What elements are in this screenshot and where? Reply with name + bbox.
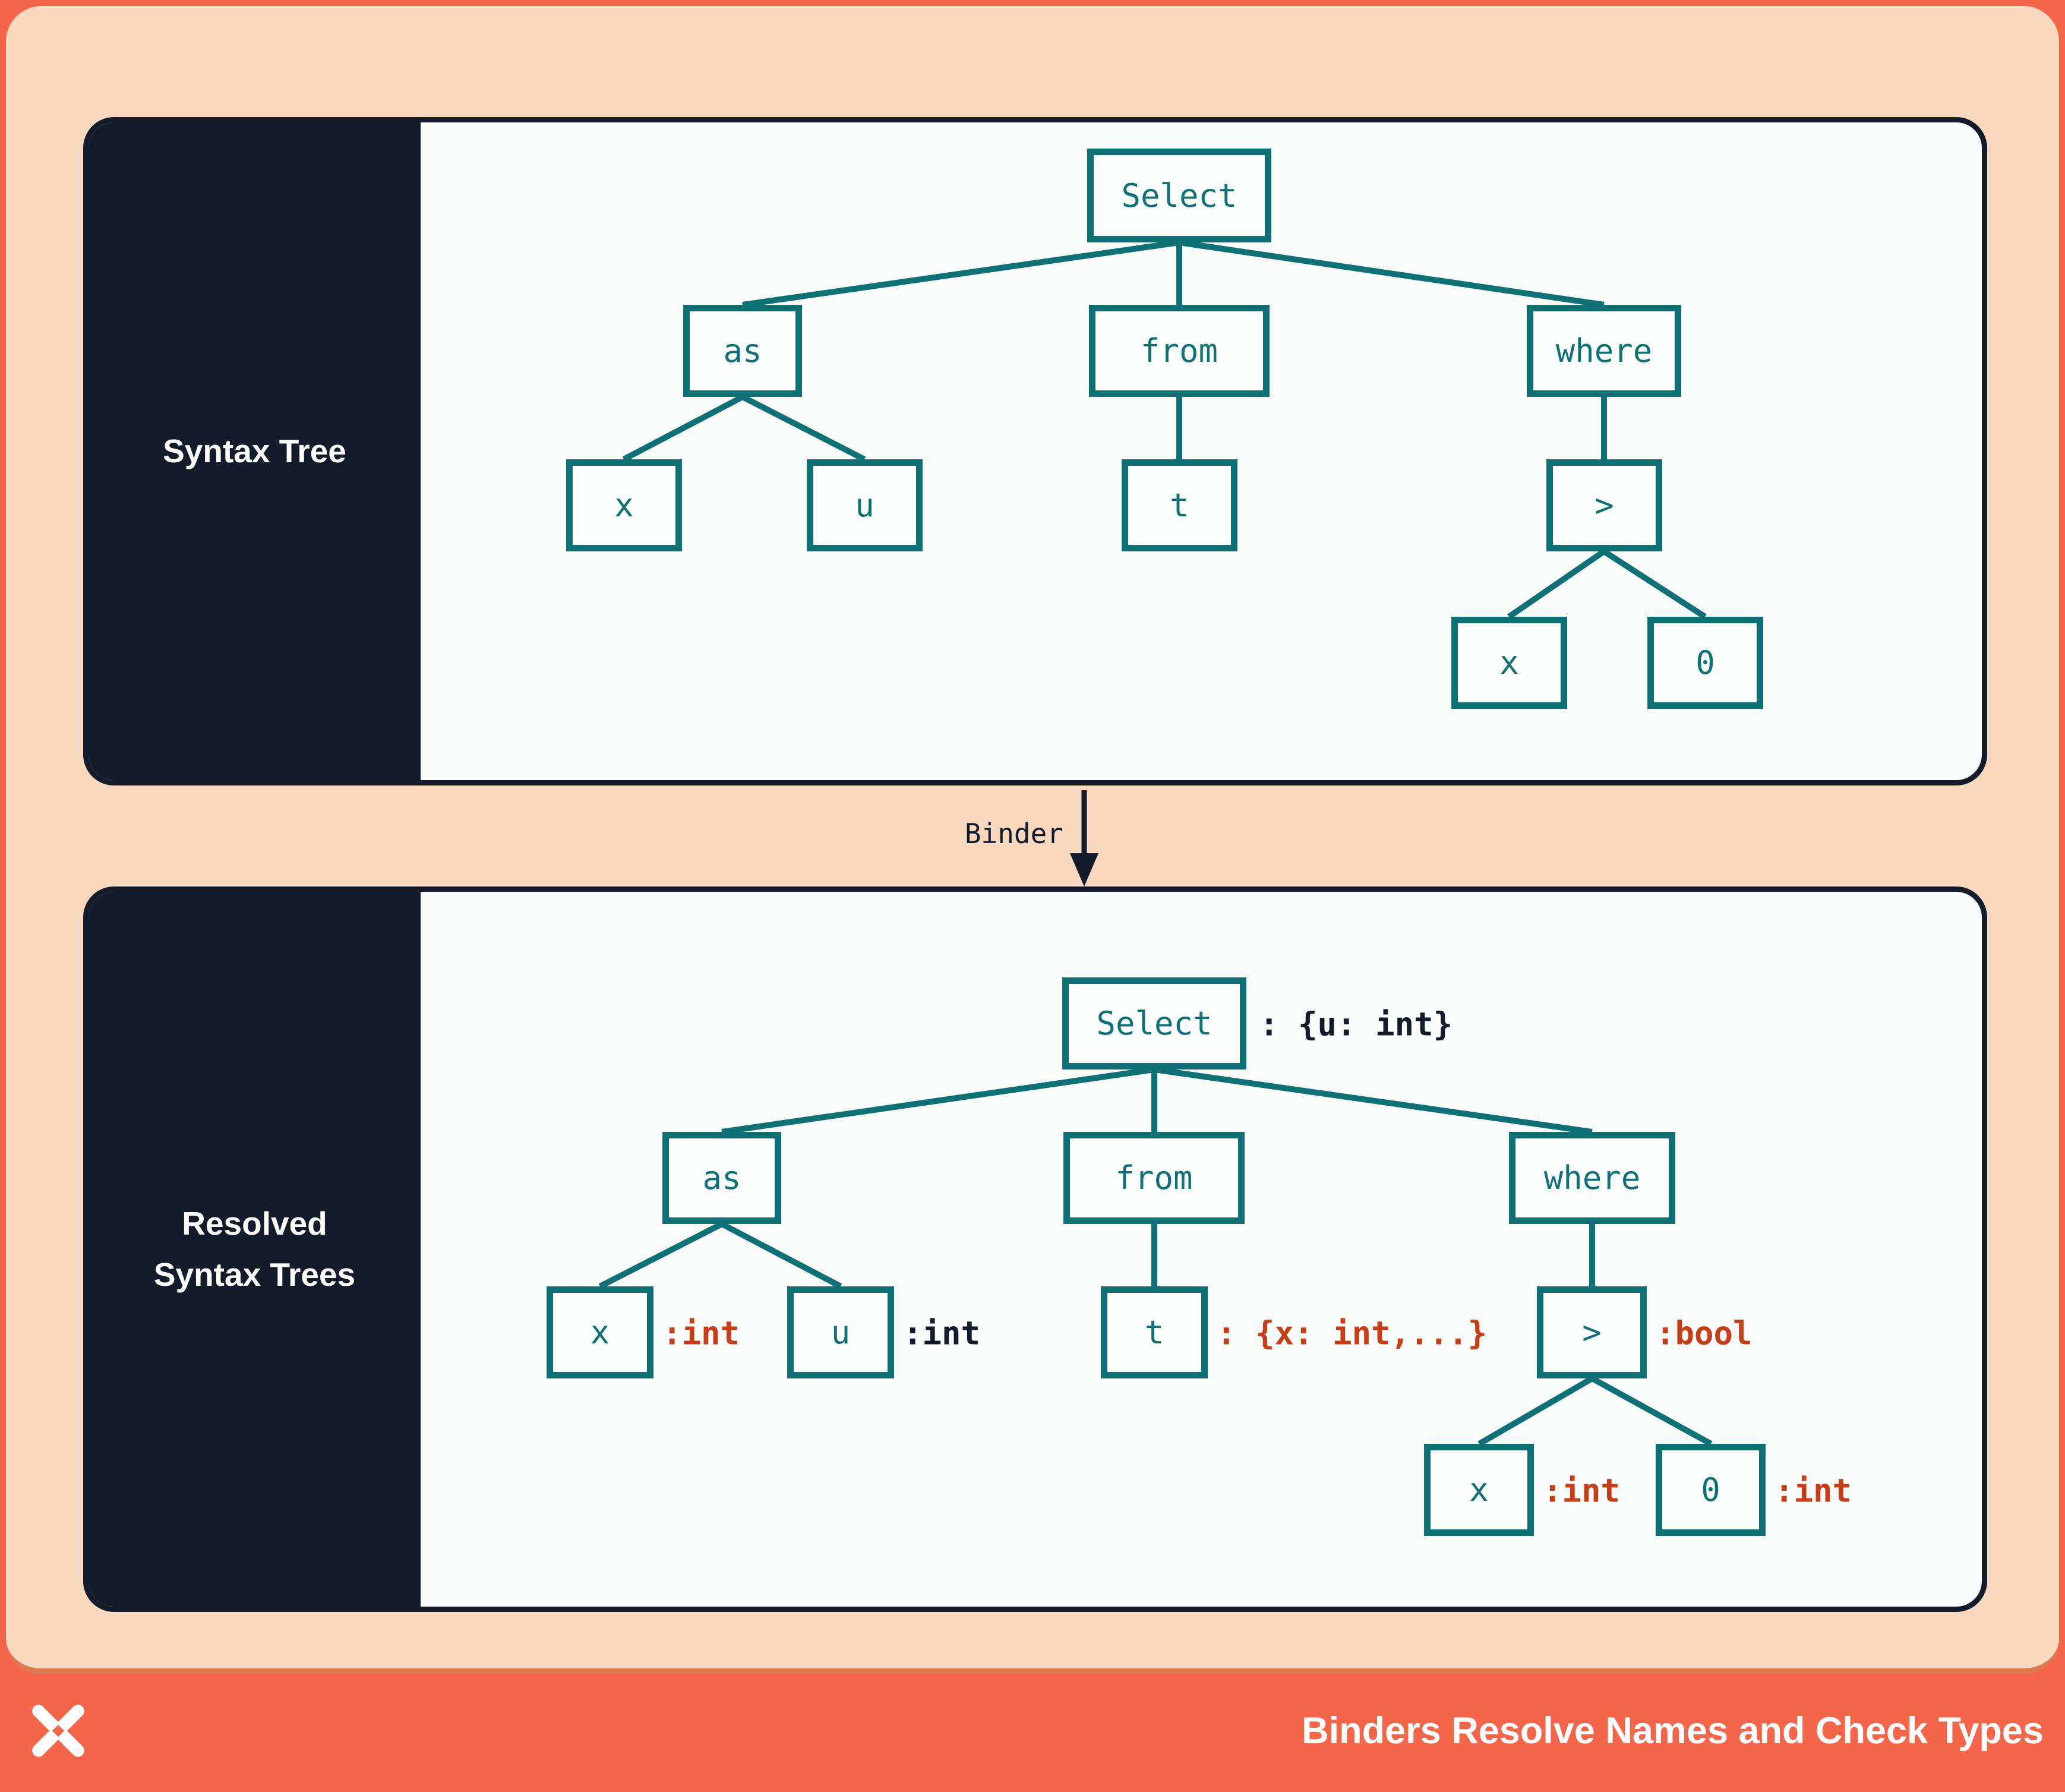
type-annotation-u: :int: [903, 1314, 981, 1352]
type-annotation-t: : {x: int,...}: [1217, 1314, 1488, 1352]
dbt-logo-icon: [32, 1705, 84, 1757]
panel-title-line1: Resolved: [182, 1205, 327, 1242]
node-select-resolved: Select: [1062, 977, 1246, 1069]
node-x: x: [566, 459, 682, 551]
node-x-resolved: x: [547, 1286, 653, 1378]
resolved-syntax-trees-sidebar: Resolved Syntax Trees: [89, 892, 421, 1607]
node-as: as: [683, 305, 802, 397]
node-t-resolved: t: [1101, 1286, 1208, 1378]
node-x-compare: x: [1451, 617, 1567, 709]
node-greater-than-resolved: >: [1537, 1286, 1647, 1378]
type-annotation-select: : {u: int}: [1259, 1005, 1453, 1043]
type-annotation-zero: :int: [1774, 1472, 1852, 1510]
binder-label: Binder: [964, 818, 1063, 850]
type-annotation-x-compare: :int: [1543, 1472, 1621, 1510]
node-where: where: [1527, 305, 1681, 397]
node-select: Select: [1087, 149, 1271, 242]
node-x-compare-resolved: x: [1424, 1444, 1534, 1536]
node-where-resolved: where: [1509, 1132, 1675, 1224]
node-zero-resolved: 0: [1656, 1444, 1766, 1536]
panel-title: Resolved Syntax Trees: [154, 1198, 355, 1300]
node-u: u: [807, 459, 923, 551]
node-from: from: [1089, 305, 1270, 397]
node-t: t: [1122, 459, 1237, 551]
type-annotation-greater-than: :bool: [1656, 1314, 1753, 1352]
node-greater-than: >: [1546, 459, 1662, 551]
node-u-resolved: u: [787, 1286, 894, 1378]
node-zero: 0: [1647, 617, 1763, 709]
footer-title: Binders Resolve Names and Check Types: [1302, 1710, 2044, 1752]
panel-title: Syntax Tree: [163, 432, 346, 469]
panel-title-line2: Syntax Trees: [153, 1255, 356, 1293]
node-as-resolved: as: [662, 1132, 781, 1224]
node-from-resolved: from: [1063, 1132, 1245, 1224]
syntax-tree-sidebar: Syntax Tree: [89, 122, 421, 780]
type-annotation-x: :int: [662, 1314, 740, 1352]
